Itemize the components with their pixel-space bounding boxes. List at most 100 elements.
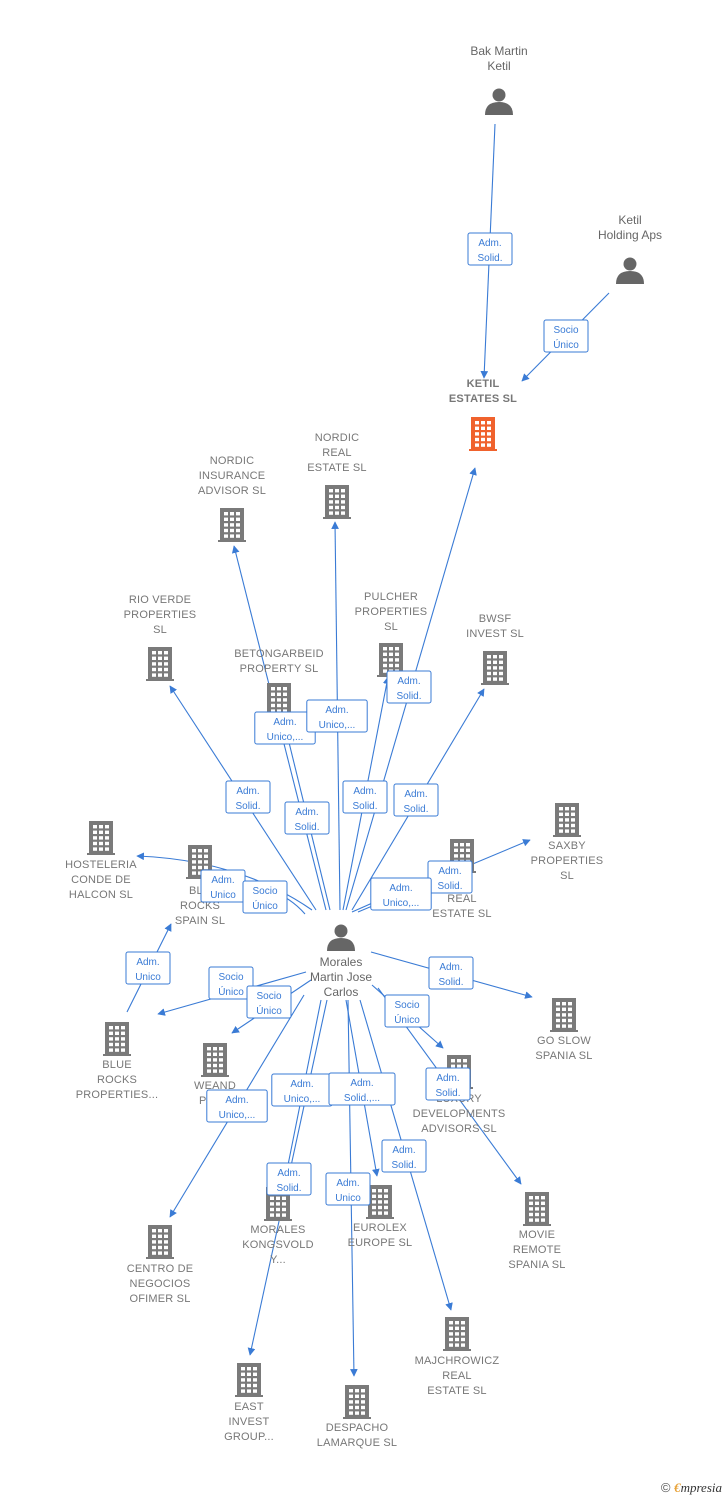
building-icon: [146, 647, 174, 681]
edge-label-text: Único: [394, 1013, 420, 1026]
edge-label[interactable]: Adm. Solid.: [393, 783, 439, 817]
person-icon: [485, 88, 513, 115]
edge-label[interactable]: Adm.Solid.: [428, 956, 474, 990]
node-label-line: EUROLEX: [353, 1222, 407, 1234]
edge-label-text: Adm.: [438, 866, 461, 877]
node-label-line: REAL: [322, 447, 352, 459]
edge-label[interactable]: Adm.Unico: [325, 1172, 371, 1206]
edge-label-text: Unico,...: [219, 1110, 256, 1121]
node-label-line: HOSTELERIA: [65, 859, 137, 871]
edge-label-text: Único: [553, 338, 579, 351]
edge-label[interactable]: Adm.Solid.: [467, 232, 513, 266]
node-label-line: EUROPE SL: [348, 1237, 413, 1249]
edge-label[interactable]: Adm.Solid.: [266, 1162, 312, 1196]
node-label-line: PROPERTIES: [355, 606, 428, 618]
node-label-line: PROPERTY SL: [240, 663, 319, 675]
node-label-line: INVEST SL: [466, 628, 524, 640]
edge-label[interactable]: Adm.Solid.: [225, 780, 271, 814]
edge-label[interactable]: Adm.Solid.: [342, 780, 388, 814]
edge-label-text: Adm.: [236, 786, 259, 797]
edge-label-text: Socio: [256, 991, 281, 1002]
edge-label[interactable]: Adm.Unico,...: [306, 699, 368, 733]
company-node-betong[interactable]: BETONGARBEID PROPERTY SL: [234, 648, 324, 717]
building-icon: [553, 803, 581, 837]
edge-label[interactable]: Adm.Solid.: [427, 860, 473, 894]
edge-label[interactable]: Adm.Unico: [125, 951, 171, 985]
building-icon: [523, 1192, 551, 1226]
edge-label[interactable]: Adm.Solid.: [386, 670, 432, 704]
node-label-line: Martin Jose: [310, 970, 372, 984]
node-label-line: KETIL: [467, 378, 500, 390]
node-label-line: CENTRO DE: [127, 1263, 194, 1275]
node-label-line: RIO VERDE: [129, 594, 191, 606]
edge-label[interactable]: Adm.Solid.: [425, 1067, 471, 1101]
company-node-blueprop[interactable]: BLUEROCKSPROPERTIES...: [76, 1022, 158, 1101]
edge-label[interactable]: Adm.Solid.: [284, 801, 330, 835]
company-node-moralesk[interactable]: MORALESKONGSVOLDY...: [242, 1187, 314, 1266]
node-label-line: Ketil: [487, 59, 510, 73]
edge-label-text: Solid.: [391, 1160, 416, 1171]
node-label-line: PULCHER: [364, 591, 418, 603]
node-label-line: GO SLOW: [537, 1035, 591, 1047]
node-label-line: BLUE: [102, 1059, 132, 1071]
building-icon: [218, 508, 246, 542]
node-label-line: Holding Aps: [598, 228, 662, 242]
edge-label[interactable]: Adm. Solid.: [381, 1139, 427, 1173]
footer-brand[interactable]: © €mpresia: [661, 1480, 722, 1496]
edge-label-text: Adm.: [353, 786, 376, 797]
edge-label-text: Solid.: [403, 804, 428, 815]
edge-label-text: Socio: [218, 972, 243, 983]
building-icon: [481, 651, 509, 685]
edge-label[interactable]: Adm.Unico,...: [271, 1073, 333, 1107]
building-icon: [469, 417, 497, 451]
node-label-line: REAL: [442, 1370, 472, 1382]
node-label-line: ESTATE SL: [427, 1385, 486, 1397]
node-label-line: CONDE DE: [71, 874, 131, 886]
copyright-symbol: ©: [660, 1480, 671, 1495]
building-icon: [366, 1185, 394, 1219]
edge-label-text: Unico,...: [284, 1094, 321, 1105]
node-label-line: REMOTE: [513, 1244, 561, 1256]
company-node-eurolex[interactable]: EUROLEX EUROPE SL: [348, 1185, 413, 1249]
edge-label[interactable]: Adm.Unico,...: [254, 711, 316, 745]
node-label-line: BETONGARBEID: [234, 648, 324, 660]
company-node-ketil[interactable]: KETIL ESTATES SL: [449, 378, 517, 451]
edge-label-text: Adm.: [392, 1145, 415, 1156]
edge-label[interactable]: Adm.Solid.,...: [328, 1072, 396, 1106]
edge-label[interactable]: Adm.Unico,...: [370, 877, 432, 911]
node-label-line: ROCKS: [97, 1074, 137, 1086]
edge-label-text: Adm.: [325, 705, 348, 716]
node-label-line: ESTATES SL: [449, 393, 517, 405]
edge-label[interactable]: Adm.Unico: [200, 869, 246, 903]
edge-label-text: Único: [218, 985, 244, 998]
edge-label[interactable]: Adm.Unico,...: [206, 1089, 268, 1123]
node-label-line: PROPERTIES: [531, 855, 604, 867]
node-label-line: SPAIN SL: [175, 915, 225, 927]
node-label-line: MOVIE: [519, 1229, 555, 1241]
company-node-east[interactable]: EASTINVESTGROUP...: [224, 1363, 274, 1443]
node-label-line: ESTATE SL: [307, 462, 366, 474]
edge-label-text: Adm.: [404, 789, 427, 800]
